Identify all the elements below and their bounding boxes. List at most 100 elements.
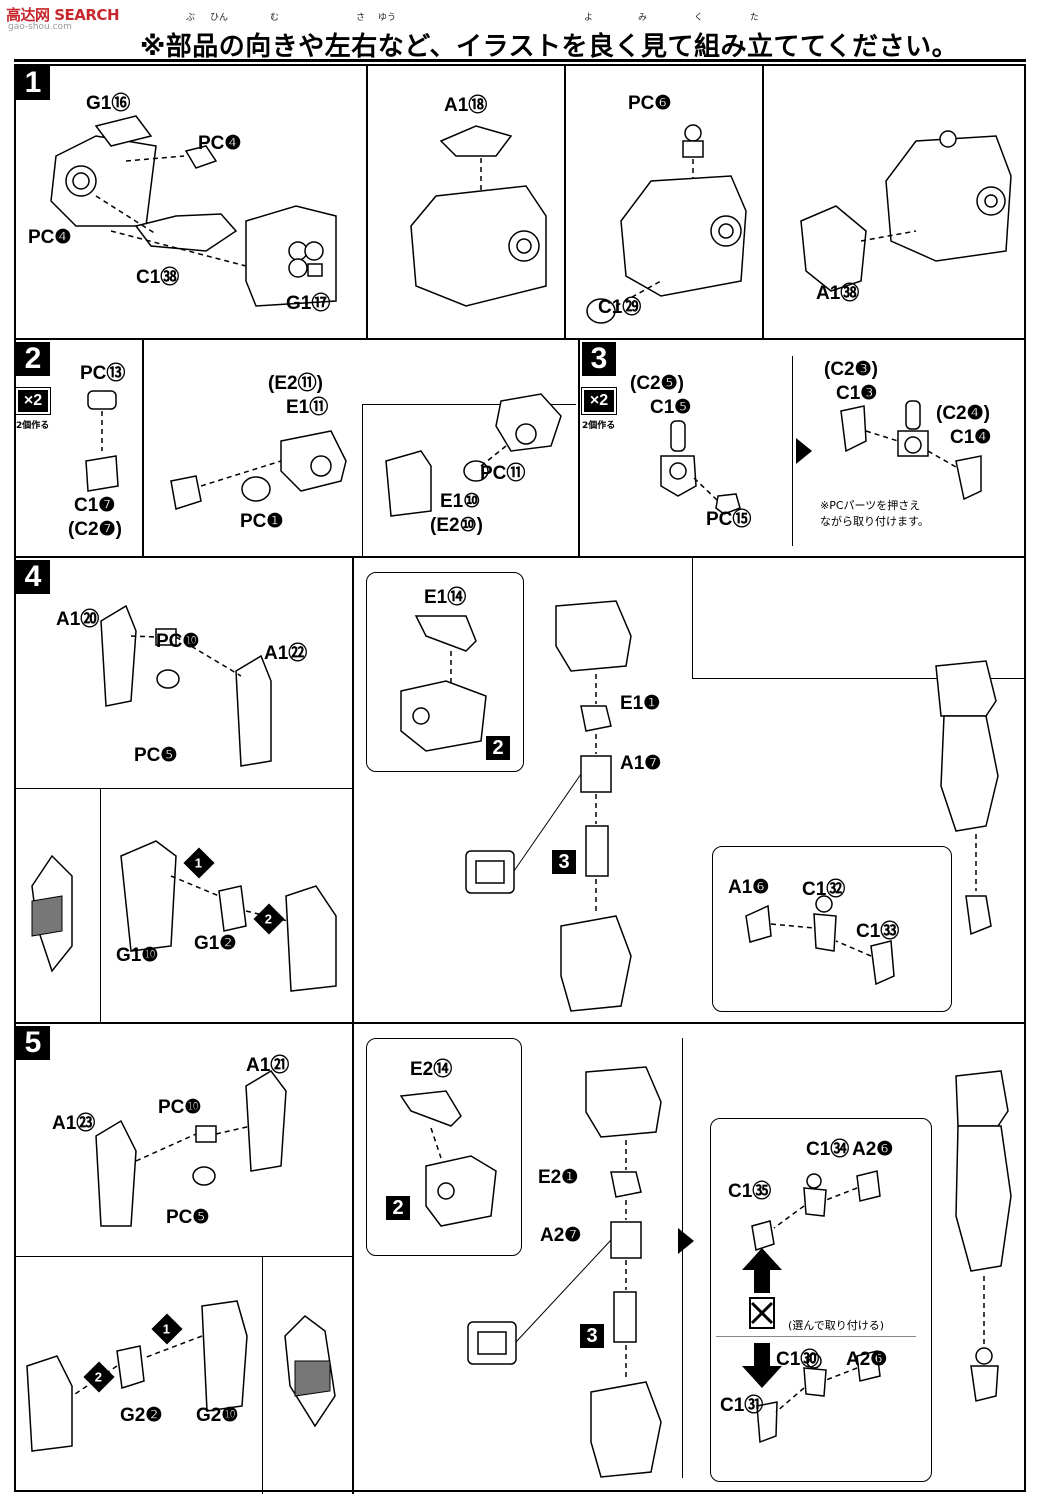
step1-shoulder-parts-illustration [36, 106, 366, 331]
step-3-number: 3 [582, 342, 616, 376]
part-label: A1㉒ [264, 643, 308, 664]
divider [362, 404, 576, 405]
part-label: PC❿ [156, 631, 200, 652]
part-label: A2❻ [852, 1139, 894, 1160]
part-label: C1㉞ [806, 1139, 850, 1160]
divider [762, 66, 764, 338]
next-arrow-icon [796, 438, 812, 464]
step1-armor-fit-illustration [786, 121, 1016, 311]
step3-joint-armor-illustration [836, 401, 996, 511]
ruby: ぶ [186, 13, 196, 23]
step5-wrist-options-illustration [742, 1166, 892, 1456]
step1-shoulder-block-illustration [396, 116, 556, 326]
watermark-domain: gao-shou.com [8, 22, 72, 32]
step-5-number: 5 [16, 1026, 50, 1060]
step2-joint-assembly-illustration [156, 421, 356, 521]
part-label: G2❷ [120, 1405, 163, 1426]
step4-arm-stack-illustration [446, 596, 686, 1016]
divider [100, 788, 101, 1022]
part-label: PC❺ [134, 745, 178, 766]
part-label: PC❿ [158, 1097, 202, 1118]
ruby: ひん [210, 13, 229, 23]
instruction-header: ぶ ひん む さ ゆう よ み く た ※部品の向きや左右など、イラストを良く見… [14, 8, 1026, 62]
part-label: C1㉚ [776, 1349, 820, 1370]
part-label: C1㊳ [136, 267, 180, 288]
pc-part-note: ※PCパーツを押さえ ながら取り付けます。 [820, 498, 929, 530]
part-label: (E2⑪) [268, 373, 323, 394]
step4-wrist-parts-illustration [736, 886, 936, 996]
part-label: PC❹ [198, 133, 242, 154]
divider [692, 678, 1024, 679]
ruby: く [694, 13, 704, 23]
part-label: C1❹ [950, 427, 992, 448]
step4-knee-parts-illustration [96, 601, 316, 771]
step5-knee-armor-illustration [22, 1296, 252, 1456]
ruby: た [750, 13, 760, 23]
part-label: C1㉙ [598, 297, 642, 318]
part-label: PC❺ [166, 1207, 210, 1228]
part-label: E1⑪ [286, 397, 329, 418]
divider [16, 788, 352, 789]
step4-knee-assembled-illustration [22, 856, 82, 976]
part-label: G1⑰ [286, 293, 331, 314]
part-label: (E2⑩) [430, 515, 483, 536]
divider [578, 340, 580, 556]
part-label: A1❻ [728, 877, 770, 898]
part-label: A1❼ [620, 753, 662, 774]
step5-upper-arm-armor-illustration [386, 1086, 506, 1236]
marker-number: 1 [195, 855, 203, 871]
part-label: E1⑩ [440, 491, 481, 512]
step5-knee-parts-illustration [86, 1066, 326, 1246]
ruby: む [270, 13, 280, 23]
divider [352, 1024, 354, 1494]
part-label: A1㉓ [52, 1113, 96, 1134]
part-label: C1㉝ [856, 921, 900, 942]
divider [682, 1038, 683, 1478]
step-2-number: 2 [16, 342, 50, 376]
part-label: A2❻ [846, 1349, 888, 1370]
part-label: PC❶ [240, 511, 284, 532]
step-1-number: 1 [16, 66, 50, 100]
divider [262, 1256, 263, 1494]
part-label: PC❹ [28, 227, 72, 248]
step4-assembled-arm-illustration [926, 656, 1006, 936]
part-label: G1❿ [116, 945, 159, 966]
step2-arm-block-illustration [381, 386, 571, 516]
part-label: E1⑭ [424, 587, 467, 608]
part-label: G1❷ [194, 933, 237, 954]
ruby: よ [584, 13, 594, 23]
watermark-logo: 高达网 SEARCH [6, 6, 120, 24]
ruby: み [638, 13, 648, 23]
part-label: A2❼ [540, 1225, 582, 1246]
ref-box: 3 [579, 1323, 605, 1349]
part-label: PC⑬ [80, 363, 126, 384]
next-arrow-icon [678, 1228, 694, 1254]
part-label: (C2❹) [936, 403, 990, 424]
part-label: E2❶ [538, 1167, 579, 1188]
part-label: PC⑮ [706, 509, 752, 530]
part-label: C1㉛ [720, 1395, 764, 1416]
part-label: G1⑯ [86, 93, 131, 114]
marker-number: 2 [95, 1369, 103, 1385]
x2-badge: ×2 [15, 387, 51, 415]
part-label: PC⑪ [480, 463, 526, 484]
divider [792, 356, 793, 546]
part-label: (C2❼) [68, 519, 122, 540]
choice-arrows-icon [742, 1248, 782, 1388]
divider [366, 66, 368, 338]
step-4-number: 4 [16, 560, 50, 594]
step4-knee-armor-illustration [116, 836, 346, 996]
part-label: A1⑳ [56, 609, 100, 630]
x2-note: 2個作る [16, 421, 50, 431]
ref-box: 2 [485, 735, 511, 761]
part-label: PC❻ [628, 93, 672, 114]
header-instruction: ※部品の向きや左右など、イラストを良く見て組み立ててください。 [140, 32, 959, 62]
part-label: C1❸ [836, 383, 878, 404]
divider [142, 340, 144, 556]
marker-number: 2 [265, 911, 273, 927]
step4-upper-arm-armor-illustration [386, 611, 506, 761]
divider [564, 66, 566, 338]
step5-assembled-arm-illustration [946, 1066, 1016, 1406]
step1-ball-joint-illustration [581, 121, 751, 336]
part-label: (C2❺) [630, 373, 684, 394]
